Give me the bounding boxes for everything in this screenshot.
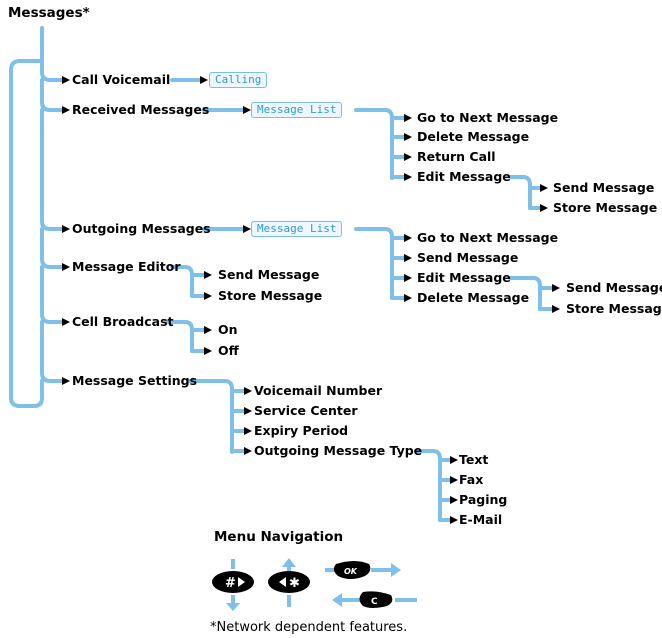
outgoing-send[interactable]: Send Message bbox=[417, 250, 519, 265]
editor-store[interactable]: Store Message bbox=[218, 288, 323, 303]
settings-expiry-period[interactable]: Expiry Period bbox=[254, 423, 349, 438]
ok-key-icon: OK bbox=[333, 561, 371, 579]
outgoing-go-to-next[interactable]: Go to Next Message bbox=[417, 230, 559, 245]
menu-item-outgoing-messages[interactable]: Outgoing Messages bbox=[72, 221, 211, 236]
menu-item-message-settings[interactable]: Message Settings bbox=[72, 373, 198, 388]
svg-text:#: # bbox=[225, 576, 236, 591]
page-title: Messages* bbox=[8, 5, 90, 21]
clear-key-icon: C bbox=[359, 591, 393, 608]
type-paging[interactable]: Paging bbox=[459, 492, 508, 507]
settings-outgoing-message-type[interactable]: Outgoing Message Type bbox=[254, 443, 423, 458]
outgoing-edit[interactable]: Edit Message bbox=[417, 270, 511, 285]
type-text[interactable]: Text bbox=[459, 452, 489, 467]
settings-service-center[interactable]: Service Center bbox=[254, 403, 358, 418]
svg-text:C: C bbox=[371, 597, 378, 607]
outgoing-delete[interactable]: Delete Message bbox=[417, 290, 530, 305]
svg-text:✱: ✱ bbox=[289, 576, 300, 591]
menu-item-received-messages[interactable]: Received Messages bbox=[72, 102, 210, 117]
type-fax[interactable]: Fax bbox=[459, 472, 484, 487]
menu-item-call-voicemail[interactable]: Call Voicemail bbox=[72, 72, 171, 87]
received-edit-send[interactable]: Send Message bbox=[553, 180, 655, 195]
received-edit[interactable]: Edit Message bbox=[417, 169, 511, 184]
navigation-keys: # ✱ OK C bbox=[212, 558, 417, 611]
outgoing-edit-store[interactable]: Store Message bbox=[566, 301, 662, 316]
star-key-icon: ✱ bbox=[268, 571, 310, 593]
broadcast-off[interactable]: Off bbox=[218, 343, 239, 358]
settings-voicemail-number[interactable]: Voicemail Number bbox=[254, 383, 383, 398]
menu-item-cell-broadcast[interactable]: Cell Broadcast bbox=[72, 314, 174, 329]
received-go-to-next[interactable]: Go to Next Message bbox=[417, 110, 559, 125]
received-return-call[interactable]: Return Call bbox=[417, 149, 496, 164]
footnote: *Network dependent features. bbox=[210, 620, 408, 635]
lcd-screen-message-list-received: Message List bbox=[251, 102, 343, 118]
type-email[interactable]: E-Mail bbox=[459, 512, 503, 527]
broadcast-on[interactable]: On bbox=[218, 322, 238, 337]
lcd-screen-message-list-outgoing: Message List bbox=[251, 221, 343, 237]
received-edit-store[interactable]: Store Message bbox=[553, 200, 658, 215]
received-delete[interactable]: Delete Message bbox=[417, 129, 530, 144]
hash-key-icon: # bbox=[212, 571, 254, 593]
editor-send[interactable]: Send Message bbox=[218, 267, 320, 282]
lcd-screen-calling: Calling bbox=[209, 72, 268, 88]
outgoing-edit-send[interactable]: Send Message bbox=[566, 280, 662, 295]
menu-navigation-title: Menu Navigation bbox=[214, 529, 344, 545]
svg-text:OK: OK bbox=[344, 567, 358, 576]
menu-item-message-editor[interactable]: Message Editor bbox=[72, 259, 181, 274]
